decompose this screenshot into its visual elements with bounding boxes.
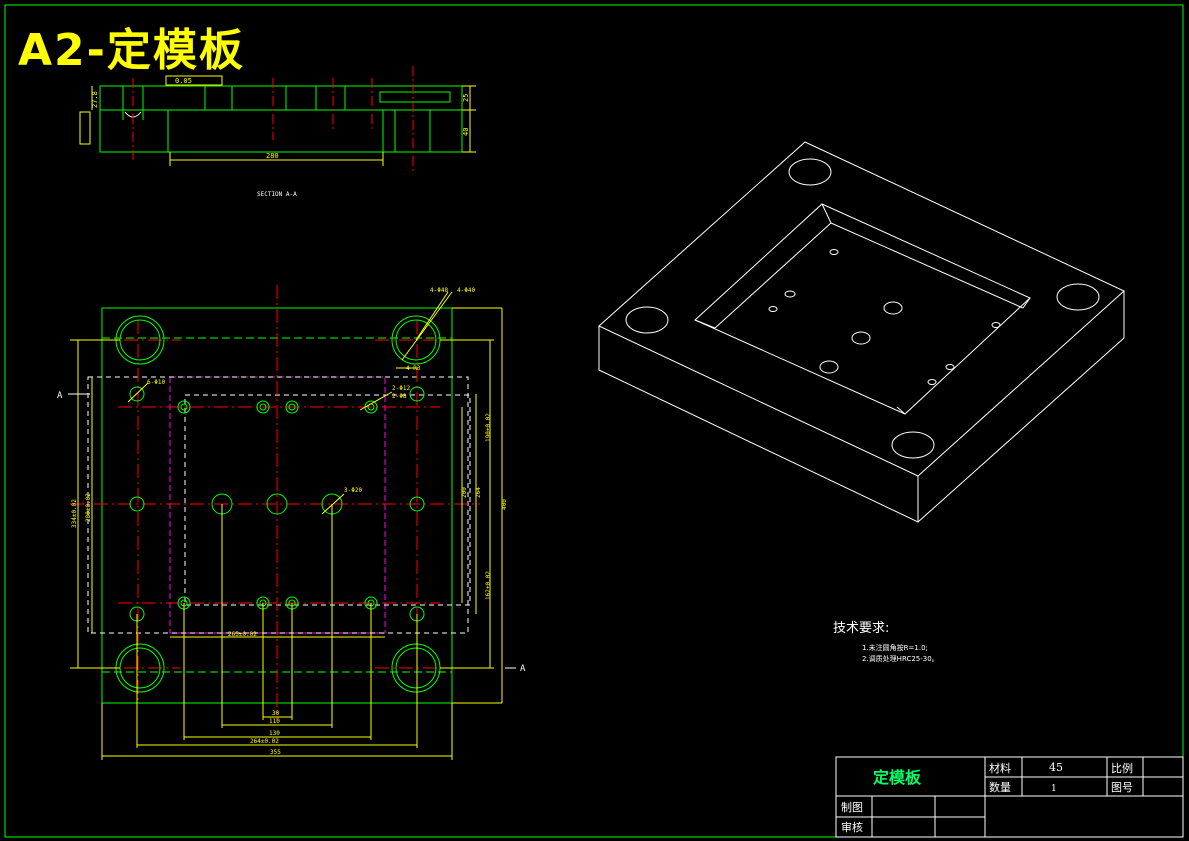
title-block xyxy=(835,756,1184,838)
title-block-material-value: 45 xyxy=(1049,761,1063,774)
dim-130: 130 xyxy=(269,730,280,737)
dim-355: 355 xyxy=(270,749,281,756)
title-block-checked-label: 审核 xyxy=(841,820,863,834)
section-dim-right-2: 40 xyxy=(462,128,470,136)
plan-view xyxy=(68,285,516,760)
dim-30: 30 xyxy=(272,710,280,717)
callout-small-12: 2-Φ12 xyxy=(392,385,410,392)
section-dim-right-1: 25 xyxy=(462,94,470,102)
section-tolerance-box: 0.05 xyxy=(175,77,192,85)
dim-280: 280±0.02 xyxy=(85,493,92,522)
section-label: SECTION A-A xyxy=(257,191,297,198)
tech-requirement-item: 2.调质处理HRC25-30。 xyxy=(862,654,939,663)
callout-guide-hole-2: 4-Φ40 xyxy=(457,287,475,294)
title-block-material-label: 材料 xyxy=(989,761,1011,775)
dim-400: 400 xyxy=(501,499,508,510)
section-view xyxy=(79,66,476,172)
dim-334: 334±0.02 xyxy=(71,499,78,528)
callout-r3: 4-R3 xyxy=(406,365,421,372)
callout-small-8: 2-Φ8 xyxy=(392,393,407,400)
section-dim-left: 27.8 xyxy=(91,91,99,108)
tech-requirement-item: 1.未注圆角按R=1.0; xyxy=(862,643,928,652)
dim-264-v: 264 xyxy=(475,487,482,498)
title-block-scale-label: 比例 xyxy=(1111,761,1133,775)
callout-guide-hole: 4-Φ48 xyxy=(430,287,448,294)
drawing-title: A2-定模板 xyxy=(18,25,245,76)
section-dim-280: 280 xyxy=(266,152,279,160)
isometric-view xyxy=(598,141,1125,523)
sheet-border xyxy=(4,4,1184,838)
section-mark-right: A xyxy=(520,664,526,674)
title-block-drawing-no-label: 图号 xyxy=(1111,781,1133,794)
callout-middle: 3-Φ20 xyxy=(344,487,362,494)
dim-264: 264±0.02 xyxy=(250,738,279,745)
title-block-quantity-value: 1 xyxy=(1051,784,1057,794)
dim-cavity-width: 265±0.02 xyxy=(228,631,257,638)
title-block-part-name: 定模板 xyxy=(872,768,922,787)
dim-200: 200 xyxy=(461,487,468,498)
title-block-quantity-label: 数量 xyxy=(989,781,1011,794)
title-block-drawn-label: 制图 xyxy=(841,801,863,814)
dim-190: 190±0.02 xyxy=(485,413,492,442)
dim-110: 110 xyxy=(269,718,280,725)
section-mark-left: A xyxy=(57,391,63,401)
dim-162: 162±0.02 xyxy=(485,571,492,600)
tech-requirements-heading: 技术要求: xyxy=(833,621,889,636)
callout-screw: 6-Φ10 xyxy=(147,379,165,386)
